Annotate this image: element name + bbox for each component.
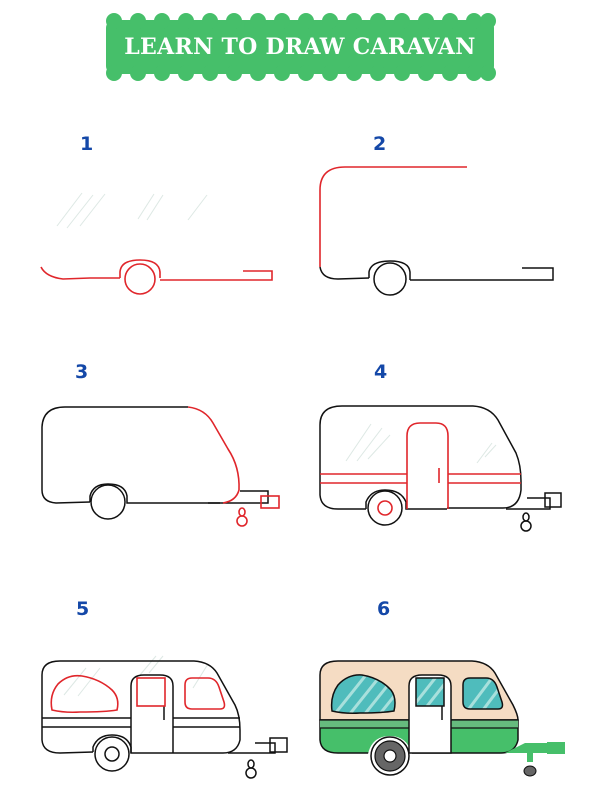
page-title: LEARN TO DRAW CARAVAN xyxy=(124,34,476,60)
step-1-drawing xyxy=(40,192,273,295)
step-number-2: 2 xyxy=(373,133,387,155)
title-banner: LEARN TO DRAW CARAVAN xyxy=(100,12,500,82)
step-5-drawing xyxy=(41,655,288,779)
caravan-wheel xyxy=(370,736,410,776)
scalloped-banner-shape xyxy=(106,13,496,81)
step-3-drawing xyxy=(41,406,280,527)
step-4-drawing xyxy=(319,405,562,532)
window-outlines xyxy=(50,674,226,714)
front-curve-and-hitch xyxy=(187,406,280,527)
step-number-4: 4 xyxy=(374,361,388,383)
caravan-hitch xyxy=(505,742,565,777)
step-2-drawing xyxy=(319,166,554,296)
step-number-1: 1 xyxy=(80,133,94,155)
door-and-stripe-lines xyxy=(320,422,521,516)
front-and-roof-line xyxy=(319,166,467,267)
step-number-5: 5 xyxy=(76,598,90,620)
step-number-6: 6 xyxy=(377,598,391,620)
chassis-and-wheel-lines xyxy=(40,259,273,295)
step-number-3: 3 xyxy=(75,361,89,383)
step-6-drawing xyxy=(319,660,565,777)
